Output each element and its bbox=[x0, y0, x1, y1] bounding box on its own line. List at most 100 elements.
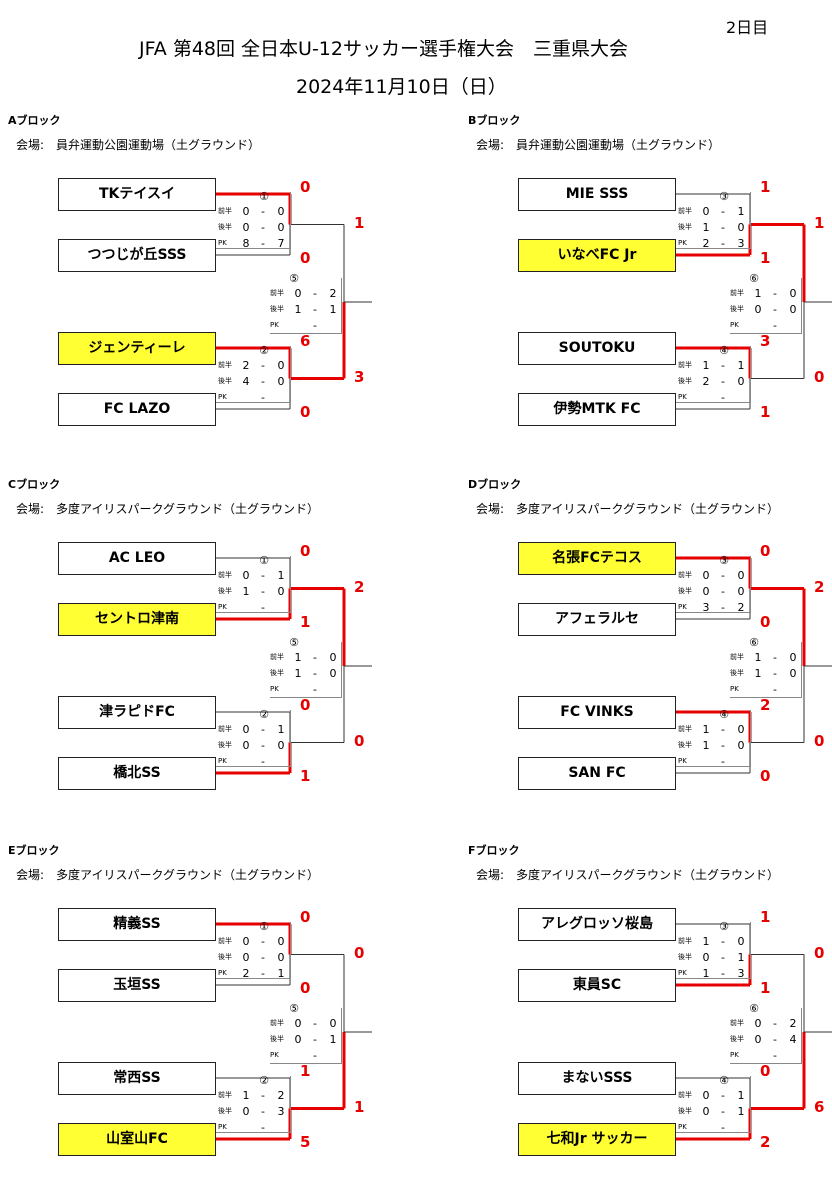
team-box[interactable]: まないSSS bbox=[518, 1062, 676, 1095]
score-dash: - bbox=[261, 569, 265, 582]
match-number: ② bbox=[259, 1074, 269, 1087]
score-dash: - bbox=[721, 1121, 725, 1134]
match-box bbox=[730, 642, 802, 698]
score-right: 1 bbox=[737, 1105, 745, 1118]
team-box[interactable]: アフェラルセ bbox=[518, 603, 676, 636]
team-score: 0 bbox=[760, 613, 771, 631]
score-left: 0 bbox=[754, 1033, 762, 1046]
team-box[interactable]: 名張FCテコス bbox=[518, 542, 676, 575]
score-row: PK- bbox=[270, 682, 342, 697]
period-label: 後半 bbox=[678, 223, 692, 231]
score-left: 0 bbox=[242, 951, 250, 964]
score-dash: - bbox=[261, 739, 265, 752]
team-box[interactable]: 七和Jr サッカー bbox=[518, 1123, 676, 1156]
team-box[interactable]: AC LEO bbox=[58, 542, 216, 575]
team-box[interactable]: MIE SSS bbox=[518, 178, 676, 211]
team-box[interactable]: SAN FC bbox=[518, 757, 676, 790]
score-dash: - bbox=[261, 391, 265, 404]
team-box[interactable]: ジェンティーレ bbox=[58, 332, 216, 365]
score-dash: - bbox=[261, 585, 265, 598]
match-number: ① bbox=[259, 920, 269, 933]
final-score: 2 bbox=[354, 578, 365, 596]
score-dash: - bbox=[773, 683, 777, 696]
score-row: PK- bbox=[730, 1048, 802, 1063]
period-label: PK bbox=[678, 393, 687, 401]
period-label: 後半 bbox=[730, 305, 744, 313]
score-row: PK - bbox=[270, 318, 342, 333]
team-box[interactable]: 常西SS bbox=[58, 1062, 216, 1095]
match-box bbox=[730, 278, 802, 334]
score-dash: - bbox=[721, 951, 725, 964]
team-box[interactable]: FC LAZO bbox=[58, 393, 216, 426]
score-left: 1 bbox=[702, 221, 710, 234]
day-label: 2日目 bbox=[726, 18, 769, 37]
period-label: 後半 bbox=[218, 223, 232, 231]
final-score: 3 bbox=[354, 368, 365, 386]
match-number: ⑤ bbox=[289, 272, 299, 285]
score-left: 2 bbox=[242, 967, 250, 980]
bracket-lines bbox=[216, 557, 372, 775]
match-number: ⑤ bbox=[289, 1002, 299, 1015]
match-box bbox=[676, 1076, 751, 1133]
team-box[interactable]: つつじが丘SSS bbox=[58, 239, 216, 272]
team-score: 2 bbox=[760, 1133, 771, 1151]
score-dash: - bbox=[773, 651, 777, 664]
score-row: PK- bbox=[678, 390, 750, 405]
team-box[interactable]: TKテイスイ bbox=[58, 178, 216, 211]
final-score: 0 bbox=[814, 732, 825, 750]
score-dash: - bbox=[313, 319, 317, 332]
team-box[interactable]: 山室山FC bbox=[58, 1123, 216, 1156]
team-score: 6 bbox=[300, 332, 311, 350]
team-box[interactable]: いなべFC Jr bbox=[518, 239, 676, 272]
team-score: 1 bbox=[300, 1062, 311, 1080]
period-label: PK bbox=[678, 239, 687, 247]
score-right: 1 bbox=[277, 967, 285, 980]
team-box[interactable]: セントロ津南 bbox=[58, 603, 216, 636]
match-box bbox=[676, 192, 751, 249]
team-score: 0 bbox=[760, 542, 771, 560]
team-box[interactable]: 伊勢MTK FC bbox=[518, 393, 676, 426]
match-number: ③ bbox=[719, 554, 729, 567]
score-dash: - bbox=[721, 755, 725, 768]
team-box[interactable]: 玉垣SS bbox=[58, 969, 216, 1002]
match-number: ⑥ bbox=[749, 272, 759, 285]
date-line: 2024年11月10日（日） bbox=[0, 50, 832, 98]
match-box bbox=[270, 1008, 342, 1064]
team-box[interactable]: アレグロッソ桜島 bbox=[518, 908, 676, 941]
block-name: Bブロック bbox=[468, 114, 521, 127]
score-dash: - bbox=[261, 723, 265, 736]
score-dash: - bbox=[261, 601, 265, 614]
period-label: 後半 bbox=[678, 587, 692, 595]
score-dash: - bbox=[721, 1089, 725, 1102]
team-box[interactable]: SOUTOKU bbox=[518, 332, 676, 365]
period-label: PK bbox=[270, 321, 279, 329]
final-score: 6 bbox=[814, 1098, 825, 1116]
score-right: 0 bbox=[277, 739, 285, 752]
score-right: 1 bbox=[737, 951, 745, 964]
team-score: 1 bbox=[760, 979, 771, 997]
team-score: 0 bbox=[300, 542, 311, 560]
team-box[interactable]: 東員SC bbox=[518, 969, 676, 1002]
team-box[interactable]: 橋北SS bbox=[58, 757, 216, 790]
period-label: 後半 bbox=[218, 377, 232, 385]
match-box bbox=[216, 1076, 291, 1133]
team-box[interactable]: FC VINKS bbox=[518, 696, 676, 729]
score-right: 0 bbox=[737, 221, 745, 234]
score-left: 0 bbox=[242, 1105, 250, 1118]
score-row: PK- bbox=[218, 600, 290, 615]
score-left: 1 bbox=[702, 967, 710, 980]
score-left: 1 bbox=[702, 935, 710, 948]
period-label: PK bbox=[678, 1123, 687, 1131]
score-left: 1 bbox=[242, 585, 250, 598]
final-score: 0 bbox=[354, 944, 365, 962]
team-box[interactable]: 津ラピドFC bbox=[58, 696, 216, 729]
team-box[interactable]: 精義SS bbox=[58, 908, 216, 941]
score-row: PK- bbox=[678, 754, 750, 769]
